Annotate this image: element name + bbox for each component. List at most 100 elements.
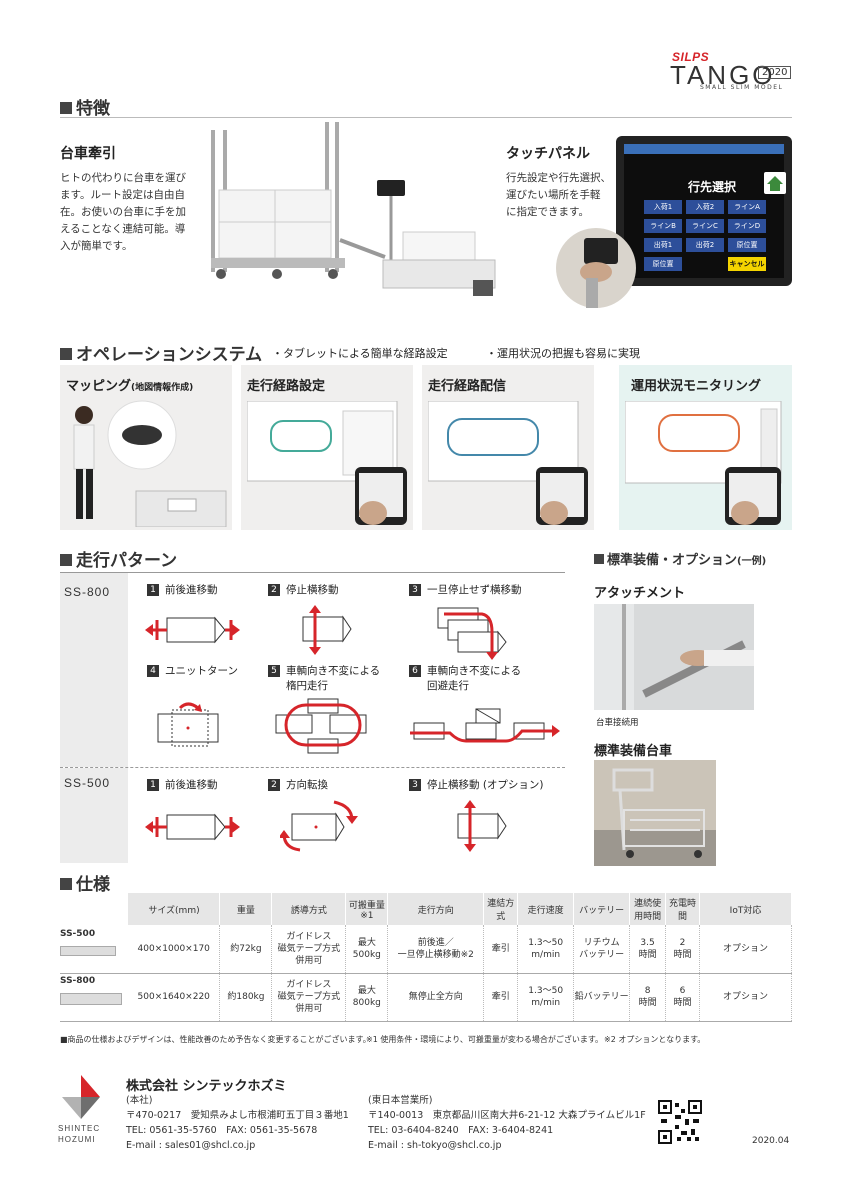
operation-point-2: ・運用状況の把握も容易に実現 xyxy=(486,347,640,360)
square-icon xyxy=(60,554,72,566)
towing-title: 台車牽引 xyxy=(60,146,116,162)
attachment-photo xyxy=(594,604,754,710)
dest-button[interactable]: 原位置 xyxy=(644,257,682,271)
divider xyxy=(60,117,792,118)
spec-cell: 400×1000×170 xyxy=(127,925,221,974)
ss500-label-area xyxy=(60,768,128,863)
destination-title: 行先選択 xyxy=(687,180,736,194)
date: 2020.04 xyxy=(752,1136,790,1146)
cart-title: 標準装備台車 xyxy=(594,744,673,759)
shintec-logo-icon xyxy=(62,1075,100,1119)
divider xyxy=(60,767,565,768)
dest-button[interactable]: 出荷1 xyxy=(644,238,682,252)
panel-title: 運用状況モニタリング xyxy=(631,379,762,394)
spec-header: バッテリー xyxy=(573,893,631,925)
ss500-label: SS-500 xyxy=(64,776,111,790)
spec-cell: 牽引 xyxy=(483,925,519,974)
ellipse-travel-diagram xyxy=(275,698,367,754)
touch-title: タッチパネル xyxy=(506,146,590,162)
divider xyxy=(60,572,565,573)
spec-cell: 牽引 xyxy=(483,973,519,1022)
spec-cell: 前後進／ 一旦停止横移動※2 xyxy=(387,925,485,974)
tablet-buttons: 入荷1 入荷2 ラインA ラインB ラインC ラインD 出荷1 出荷2 原位置 … xyxy=(644,200,766,276)
patterns-heading: 走行パターン xyxy=(60,546,177,571)
spec-cell: 無停止全方向 xyxy=(387,973,485,1022)
towing-robot-photo xyxy=(205,122,500,302)
spec-header: 走行速度 xyxy=(517,893,575,925)
dest-button[interactable]: 出荷2 xyxy=(686,238,724,252)
tablet-titlebar xyxy=(624,144,784,154)
features-heading: 特徴 xyxy=(60,94,110,119)
spec-cell: オプション xyxy=(699,973,792,1022)
dest-button[interactable]: ラインC xyxy=(686,219,724,233)
spec-note-1: ■商品の仕様およびデザインは、性能改善のため予告なく変更することがございます。 xyxy=(60,1035,371,1044)
dest-button[interactable]: ラインA xyxy=(728,200,766,214)
spec-cell: 8 時間 xyxy=(629,973,667,1022)
towing-text: ヒトの代わりに台車を運び ます。ルート設定は自由自 在。お使いの台車に手を加 え… xyxy=(60,172,186,252)
operation-point-1: ・タブレットによる簡単な経路設定 xyxy=(272,347,448,360)
dest-button[interactable]: 原位置 xyxy=(728,238,766,252)
spec-note-2: ※1 使用条件・環境により、可搬重量が変わる場合がございます。 xyxy=(366,1035,604,1044)
spec-header: 重量 xyxy=(219,893,273,925)
stop-side-move-diagram xyxy=(302,605,352,655)
square-icon xyxy=(60,102,72,114)
tokyo-address: (東日本営業所) 〒140-0013 東京都品川区南大井6-21-12 大森プラ… xyxy=(368,1095,646,1151)
avoidance-travel-diagram xyxy=(410,708,560,743)
attachment-title: アタッチメント xyxy=(594,586,686,601)
ss500-robot-image xyxy=(60,945,116,956)
spec-cell: 2 時間 xyxy=(665,925,701,974)
attachment-caption: 台車接続用 xyxy=(596,718,639,728)
ss500-stop-side-diagram xyxy=(457,800,507,852)
home-icon[interactable] xyxy=(764,172,786,194)
dest-button[interactable]: 入荷2 xyxy=(686,200,724,214)
dest-button[interactable]: ラインB xyxy=(644,219,682,233)
spec-cell: 1.3〜50 m/min xyxy=(517,925,575,974)
panel-title: 走行経路配信 xyxy=(428,379,507,394)
panel-route-delivery: 走行経路配信 xyxy=(422,365,594,530)
spec-corner xyxy=(60,893,129,925)
options-heading: 標準装備・オプション(一例) xyxy=(594,549,766,568)
spec-header: 可搬重量※1 xyxy=(345,893,389,925)
tango-logo: TANGO xyxy=(670,60,776,90)
spec-cell: 最大 500kg xyxy=(345,925,389,974)
spec-header: サイズ(mm) xyxy=(127,893,221,925)
spec-table: サイズ(mm) 重量 誘導方式 可搬重量※1 走行方向 連結方式 走行速度 バッ… xyxy=(60,893,792,1022)
spec-cell: 約180kg xyxy=(219,973,273,1022)
route-setting-screen xyxy=(247,401,407,525)
silps-logo: SILPS xyxy=(672,50,710,64)
spec-header: 連続使用時間 xyxy=(629,893,667,925)
spec-cell: 最大 800kg xyxy=(345,973,389,1022)
spec-cell: ガイドレス 磁気テープ方式 併用可 xyxy=(271,925,347,974)
spec-header: 充電時間 xyxy=(665,893,701,925)
dest-button[interactable]: ラインD xyxy=(728,219,766,233)
continuous-side-move-diagram xyxy=(437,607,507,660)
panel-title: 走行経路設定 xyxy=(247,379,326,394)
monitoring-screen xyxy=(625,401,782,525)
panel-route-setting: 走行経路設定 xyxy=(241,365,413,530)
route-delivery-screen xyxy=(428,401,588,525)
cancel-button[interactable]: キャンセル xyxy=(728,257,766,271)
logo-subtitle: SMALL SLIM MODEL xyxy=(700,84,784,91)
spec-header: 誘導方式 xyxy=(271,893,347,925)
spec-cell: 約72kg xyxy=(219,925,273,974)
unit-turn-diagram xyxy=(157,702,219,747)
ss800-robot-image xyxy=(60,993,122,1005)
logo-text-1: SHINTEC xyxy=(58,1124,101,1133)
dest-button[interactable]: 入荷1 xyxy=(644,200,682,214)
direction-change-diagram xyxy=(280,800,358,852)
qr-code-icon[interactable] xyxy=(658,1100,702,1144)
spec-header: 走行方向 xyxy=(387,893,485,925)
spec-header: IoT対応 xyxy=(699,893,792,925)
spec-note-3: ※2 オプションとなります。 xyxy=(604,1035,706,1044)
spec-cell: 6 時間 xyxy=(665,973,701,1022)
logo-text-2: HOZUMI xyxy=(58,1135,96,1144)
square-icon xyxy=(594,554,604,564)
spec-cell: 3.5 時間 xyxy=(629,925,667,974)
mapping-photo xyxy=(73,400,227,527)
